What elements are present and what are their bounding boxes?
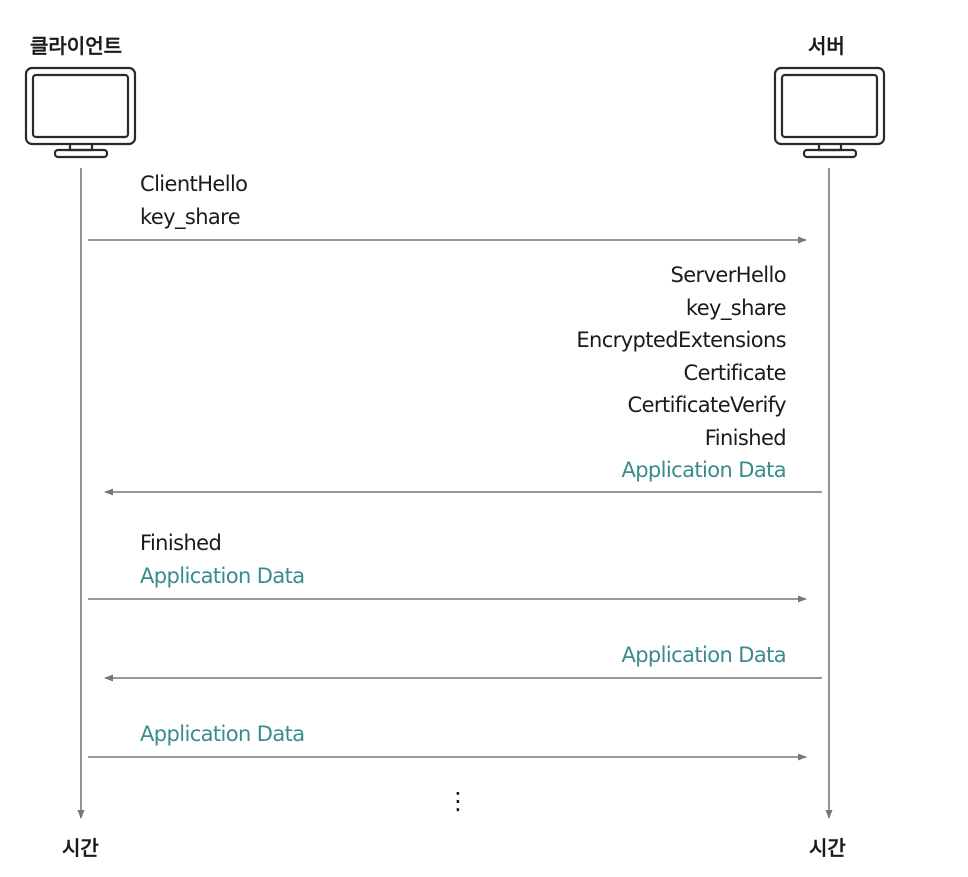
message-line: Certificate: [683, 360, 787, 385]
message-server-hello: ServerHello key_share EncryptedExtension…: [576, 259, 786, 487]
continuation-ellipsis: ⋮: [446, 787, 470, 815]
client-time-label: 시간: [62, 836, 99, 860]
message-line-application-data: Application Data: [621, 643, 786, 667]
message-line: CertificateVerify: [627, 393, 787, 417]
message-server-application-data: Application Data: [621, 639, 786, 672]
message-line: key_share: [685, 295, 787, 320]
message-client-application-data: Application Data: [140, 718, 305, 751]
message-line: EncryptedExtensions: [576, 328, 786, 352]
message-line: key_share: [140, 204, 241, 229]
message-line: ClientHello: [140, 172, 248, 196]
message-client-hello: ClientHello key_share: [140, 168, 248, 233]
server-label: 서버: [808, 34, 845, 58]
client-monitor-icon: [24, 66, 137, 159]
server-time-label: 시간: [809, 836, 846, 860]
message-line: ServerHello: [670, 263, 787, 287]
message-line: Finished: [140, 531, 222, 555]
message-line-application-data: Application Data: [140, 722, 305, 746]
client-label: 클라이언트: [30, 34, 122, 58]
message-line-application-data: Application Data: [140, 563, 305, 588]
server-monitor-icon: [773, 66, 886, 159]
message-line: Finished: [704, 425, 787, 450]
message-line-application-data: Application Data: [621, 458, 786, 482]
message-client-finished: Finished Application Data: [140, 527, 305, 592]
